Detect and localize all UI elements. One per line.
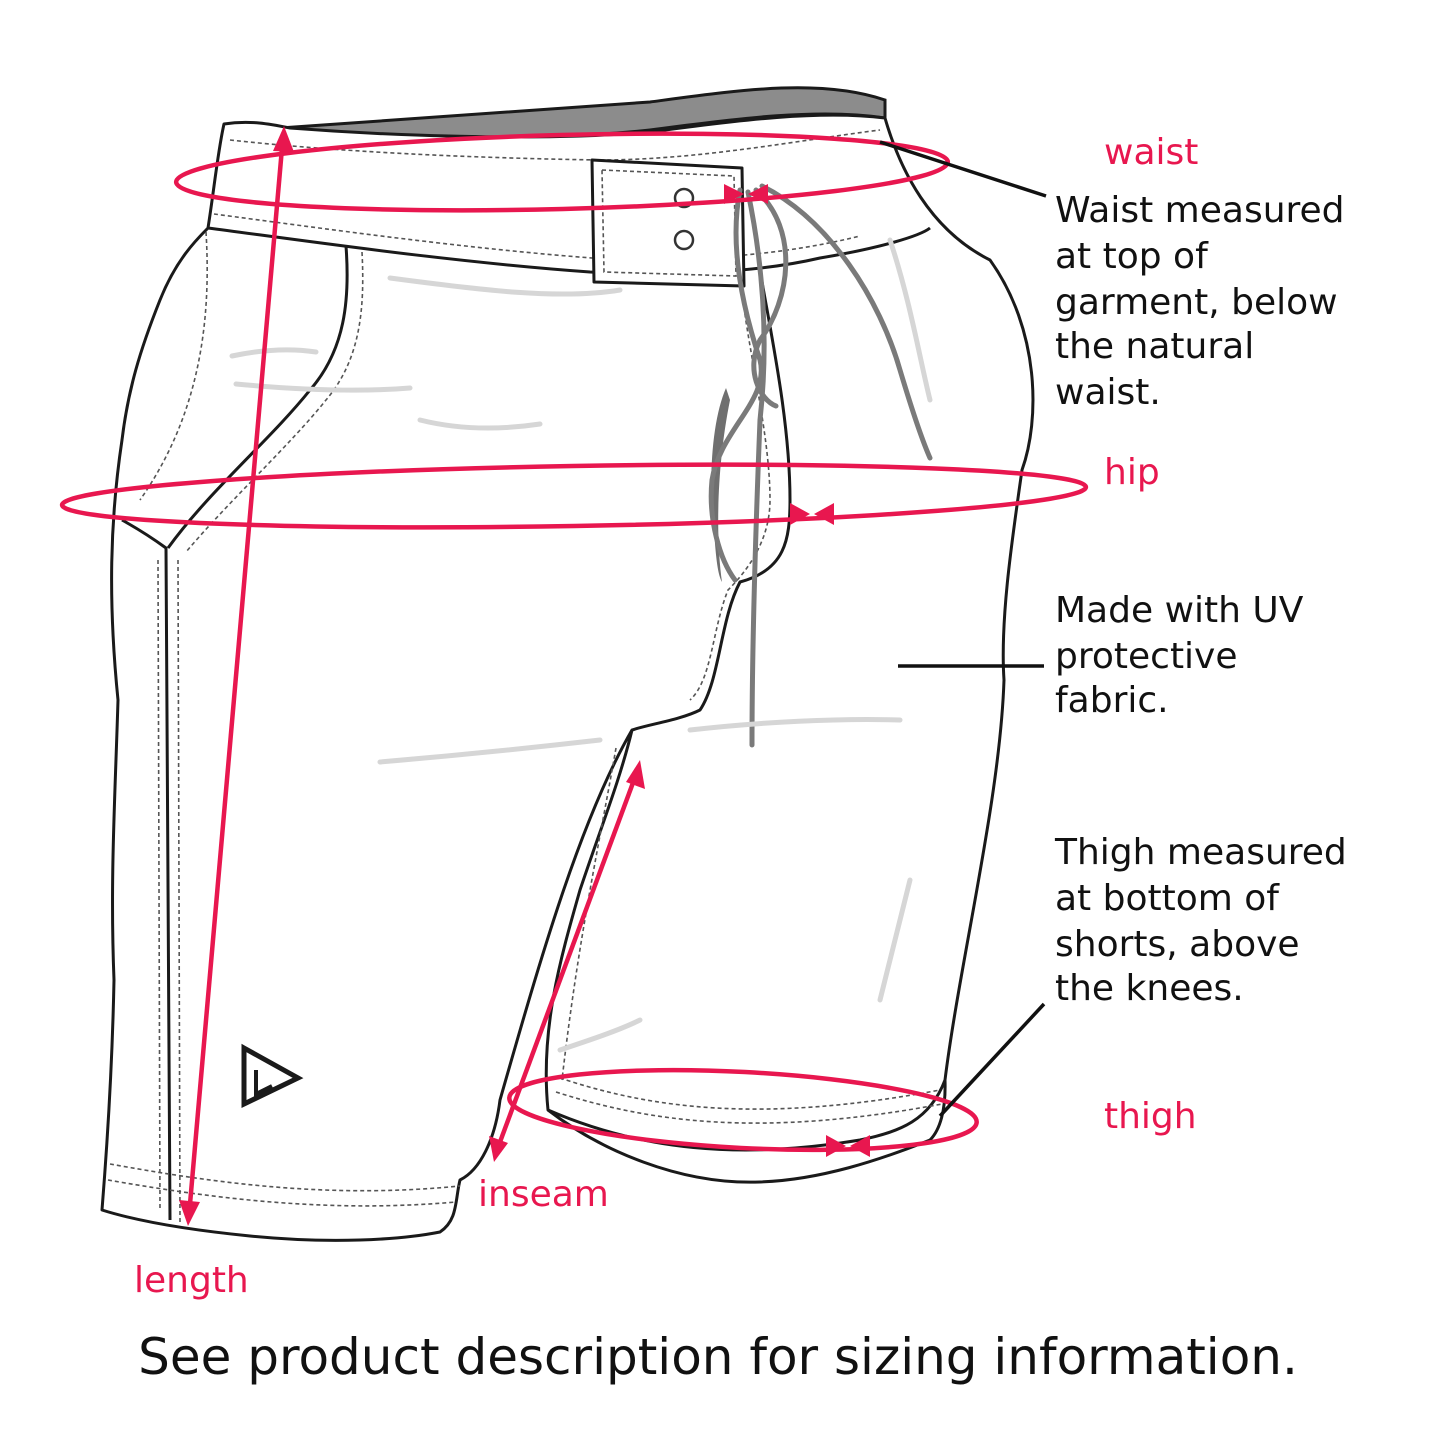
crease-4: [417, 417, 543, 431]
thigh-arrow-left: [826, 1135, 846, 1157]
waist-arrow-right: [748, 184, 768, 204]
fabric-note-line: fabric.: [1055, 680, 1169, 721]
drawstring-middle: [745, 189, 767, 748]
hip-label: hip: [1104, 452, 1160, 493]
waist-note: Waist measured at top of garment, below …: [1055, 190, 1345, 413]
inseam-label: inseam: [478, 1174, 609, 1215]
drawstring-right-a: [751, 187, 789, 409]
waist-note-line: at top of: [1055, 236, 1209, 277]
length-arrow-top: [273, 126, 294, 152]
length-label: length: [134, 1260, 249, 1301]
side-seam-stitch-b: [177, 559, 181, 1223]
inseam-line: [497, 779, 637, 1143]
left-hem-stitch-b: [107, 1179, 457, 1207]
thigh-note-line: the knees.: [1055, 968, 1244, 1009]
crease-9: [557, 1017, 643, 1053]
left-hem-stitch-a: [109, 1163, 461, 1192]
thigh-note: Thigh measured at bottom of shorts, abov…: [1054, 832, 1347, 1009]
crease-1: [387, 275, 623, 297]
hip-arrow-right: [814, 503, 834, 525]
waist-note-line: Waist measured: [1055, 190, 1345, 231]
thigh-note-line: at bottom of: [1055, 878, 1280, 919]
waist-loop: [173, 131, 951, 213]
side-seam-stitch-a: [157, 559, 161, 1211]
inseam-arrow-bottom: [489, 1136, 508, 1162]
triangle-logo-icon: [241, 1043, 304, 1108]
crease-6: [687, 717, 903, 733]
thigh-loop: [507, 1067, 979, 1153]
length-arrow-bottom: [179, 1200, 200, 1226]
crease-2: [229, 347, 319, 359]
crease-5: [377, 737, 603, 765]
fly-tab-stitch: [601, 169, 737, 277]
fabric-note: Made with UV protective fabric.: [1055, 590, 1304, 721]
thigh-leader: [938, 1002, 1046, 1118]
shorts-illustration: [100, 86, 1035, 1242]
shorts-body: [100, 113, 1035, 1242]
waist-label: waist: [1104, 132, 1198, 173]
waist-note-line: garment, below: [1055, 282, 1338, 323]
fly-tab: [590, 158, 746, 288]
waist-note-line: the natural: [1055, 326, 1254, 367]
thigh-note-line: Thigh measured: [1054, 832, 1347, 873]
waist-leader: [879, 140, 1047, 198]
thigh-arrow-right: [850, 1135, 870, 1157]
leader-lines: [879, 140, 1047, 1118]
right-hem-stitch-b: [555, 1091, 943, 1124]
side-pocket-stitch: [185, 251, 364, 553]
side-pocket-stitch-inner: [139, 231, 208, 501]
inseam-arrow-top: [626, 760, 645, 789]
waistband-stitch-bottom: [213, 213, 861, 260]
length-line: [187, 147, 285, 1205]
right-hem-stitch-a: [559, 1077, 941, 1110]
thigh-label: thigh: [1104, 1096, 1197, 1137]
crease-7: [887, 237, 933, 403]
waist-arrow-left: [724, 184, 744, 204]
thigh-note-line: shorts, above: [1055, 924, 1300, 965]
waist-note-line: waist.: [1055, 372, 1161, 413]
drawstring-right-b: [759, 183, 933, 461]
drawstring-left: [708, 187, 764, 583]
crease-3: [233, 381, 413, 393]
grommet-bottom: [673, 229, 695, 251]
fabric-note-line: protective: [1055, 636, 1238, 677]
measurement-marks: [59, 126, 1089, 1226]
sizing-caption: See product description for sizing infor…: [138, 1328, 1298, 1386]
hip-arrow-left: [790, 503, 810, 525]
fabric-note-line: Made with UV: [1055, 590, 1304, 631]
crease-8: [877, 877, 913, 1003]
hip-loop: [59, 462, 1089, 530]
